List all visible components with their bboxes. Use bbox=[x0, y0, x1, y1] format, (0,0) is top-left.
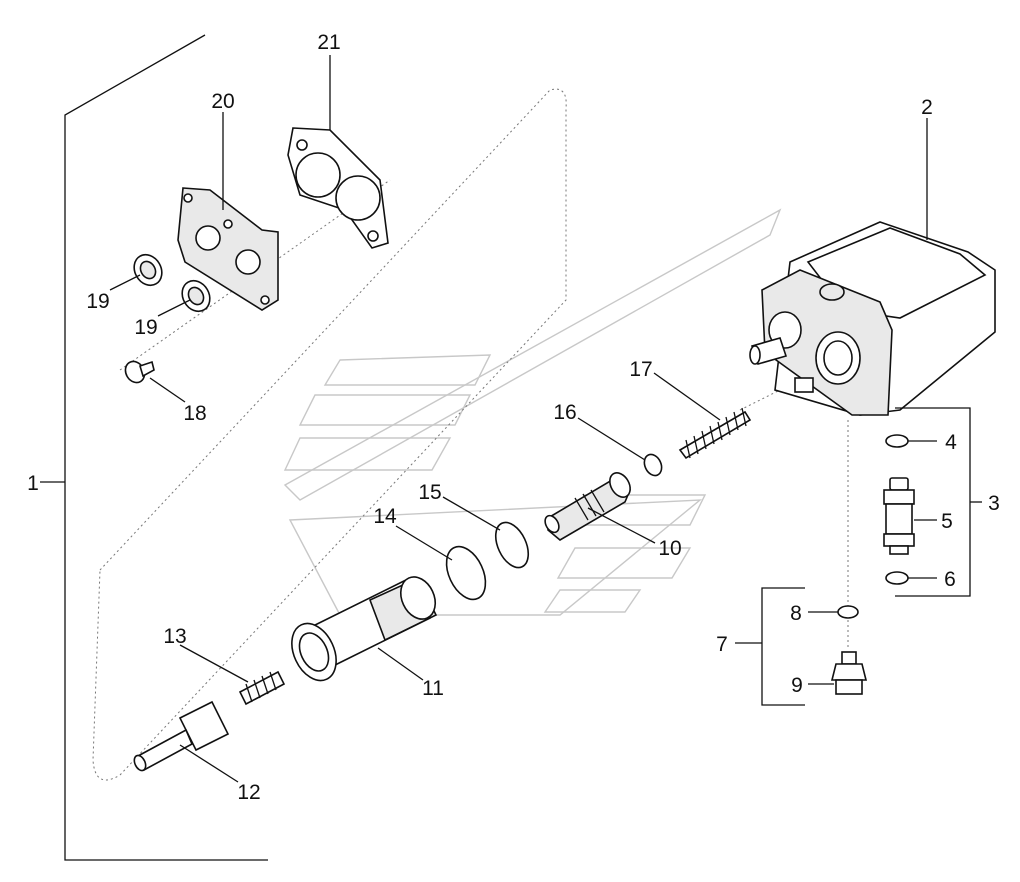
piston-12 bbox=[133, 700, 230, 772]
spring-13 bbox=[238, 670, 286, 706]
callout-21: 21 bbox=[317, 31, 340, 54]
callout-13: 13 bbox=[163, 625, 186, 648]
callout-11: 11 bbox=[422, 677, 444, 700]
callout-3: 3 bbox=[988, 492, 1000, 515]
callout-5: 5 bbox=[941, 510, 953, 533]
callout-17: 17 bbox=[629, 358, 652, 381]
watermark-logo bbox=[283, 208, 782, 616]
leader-lines bbox=[109, 55, 937, 783]
cover-plate-20 bbox=[177, 187, 279, 311]
callout-2: 2 bbox=[921, 96, 933, 119]
callout-16: 16 bbox=[553, 401, 576, 424]
callout-1: 1 bbox=[27, 472, 39, 495]
callout-20: 20 bbox=[211, 90, 234, 113]
callout-19-upper: 19 bbox=[86, 290, 109, 313]
o-ring-6 bbox=[885, 571, 909, 585]
callout-15: 15 bbox=[418, 481, 441, 504]
callout-9: 9 bbox=[791, 674, 803, 697]
spool-10 bbox=[544, 472, 632, 541]
o-ring-15 bbox=[494, 521, 530, 569]
spring-17 bbox=[678, 407, 752, 460]
seal-19-lower bbox=[181, 279, 211, 313]
sleeve-11 bbox=[291, 576, 438, 682]
callout-12: 12 bbox=[237, 781, 260, 804]
callout-4: 4 bbox=[945, 431, 957, 454]
callout-18: 18 bbox=[183, 402, 206, 425]
callout-6: 6 bbox=[944, 568, 956, 591]
bracket-3 bbox=[895, 407, 982, 597]
o-ring-14 bbox=[445, 545, 487, 601]
o-ring-16 bbox=[643, 453, 663, 477]
callout-labels: 1 2 3 4 5 6 7 8 9 10 11 12 13 14 15 16 1… bbox=[27, 31, 1000, 804]
relief-valve-5 bbox=[883, 477, 915, 555]
bracket-7 bbox=[735, 587, 805, 706]
seal-19-upper bbox=[133, 253, 163, 287]
o-ring-4 bbox=[885, 434, 909, 448]
callout-7: 7 bbox=[716, 633, 728, 656]
assembly-bracket-1 bbox=[40, 34, 268, 861]
valve-housing-2 bbox=[749, 221, 996, 416]
o-ring-8 bbox=[837, 605, 859, 619]
screw-18 bbox=[124, 360, 155, 384]
callout-10: 10 bbox=[658, 537, 681, 560]
callout-14: 14 bbox=[373, 505, 397, 528]
gasket-21 bbox=[287, 127, 389, 249]
assembly-outline bbox=[92, 88, 567, 781]
callout-19-lower: 19 bbox=[134, 316, 157, 339]
callout-8: 8 bbox=[790, 602, 802, 625]
fitting-9 bbox=[830, 651, 868, 695]
